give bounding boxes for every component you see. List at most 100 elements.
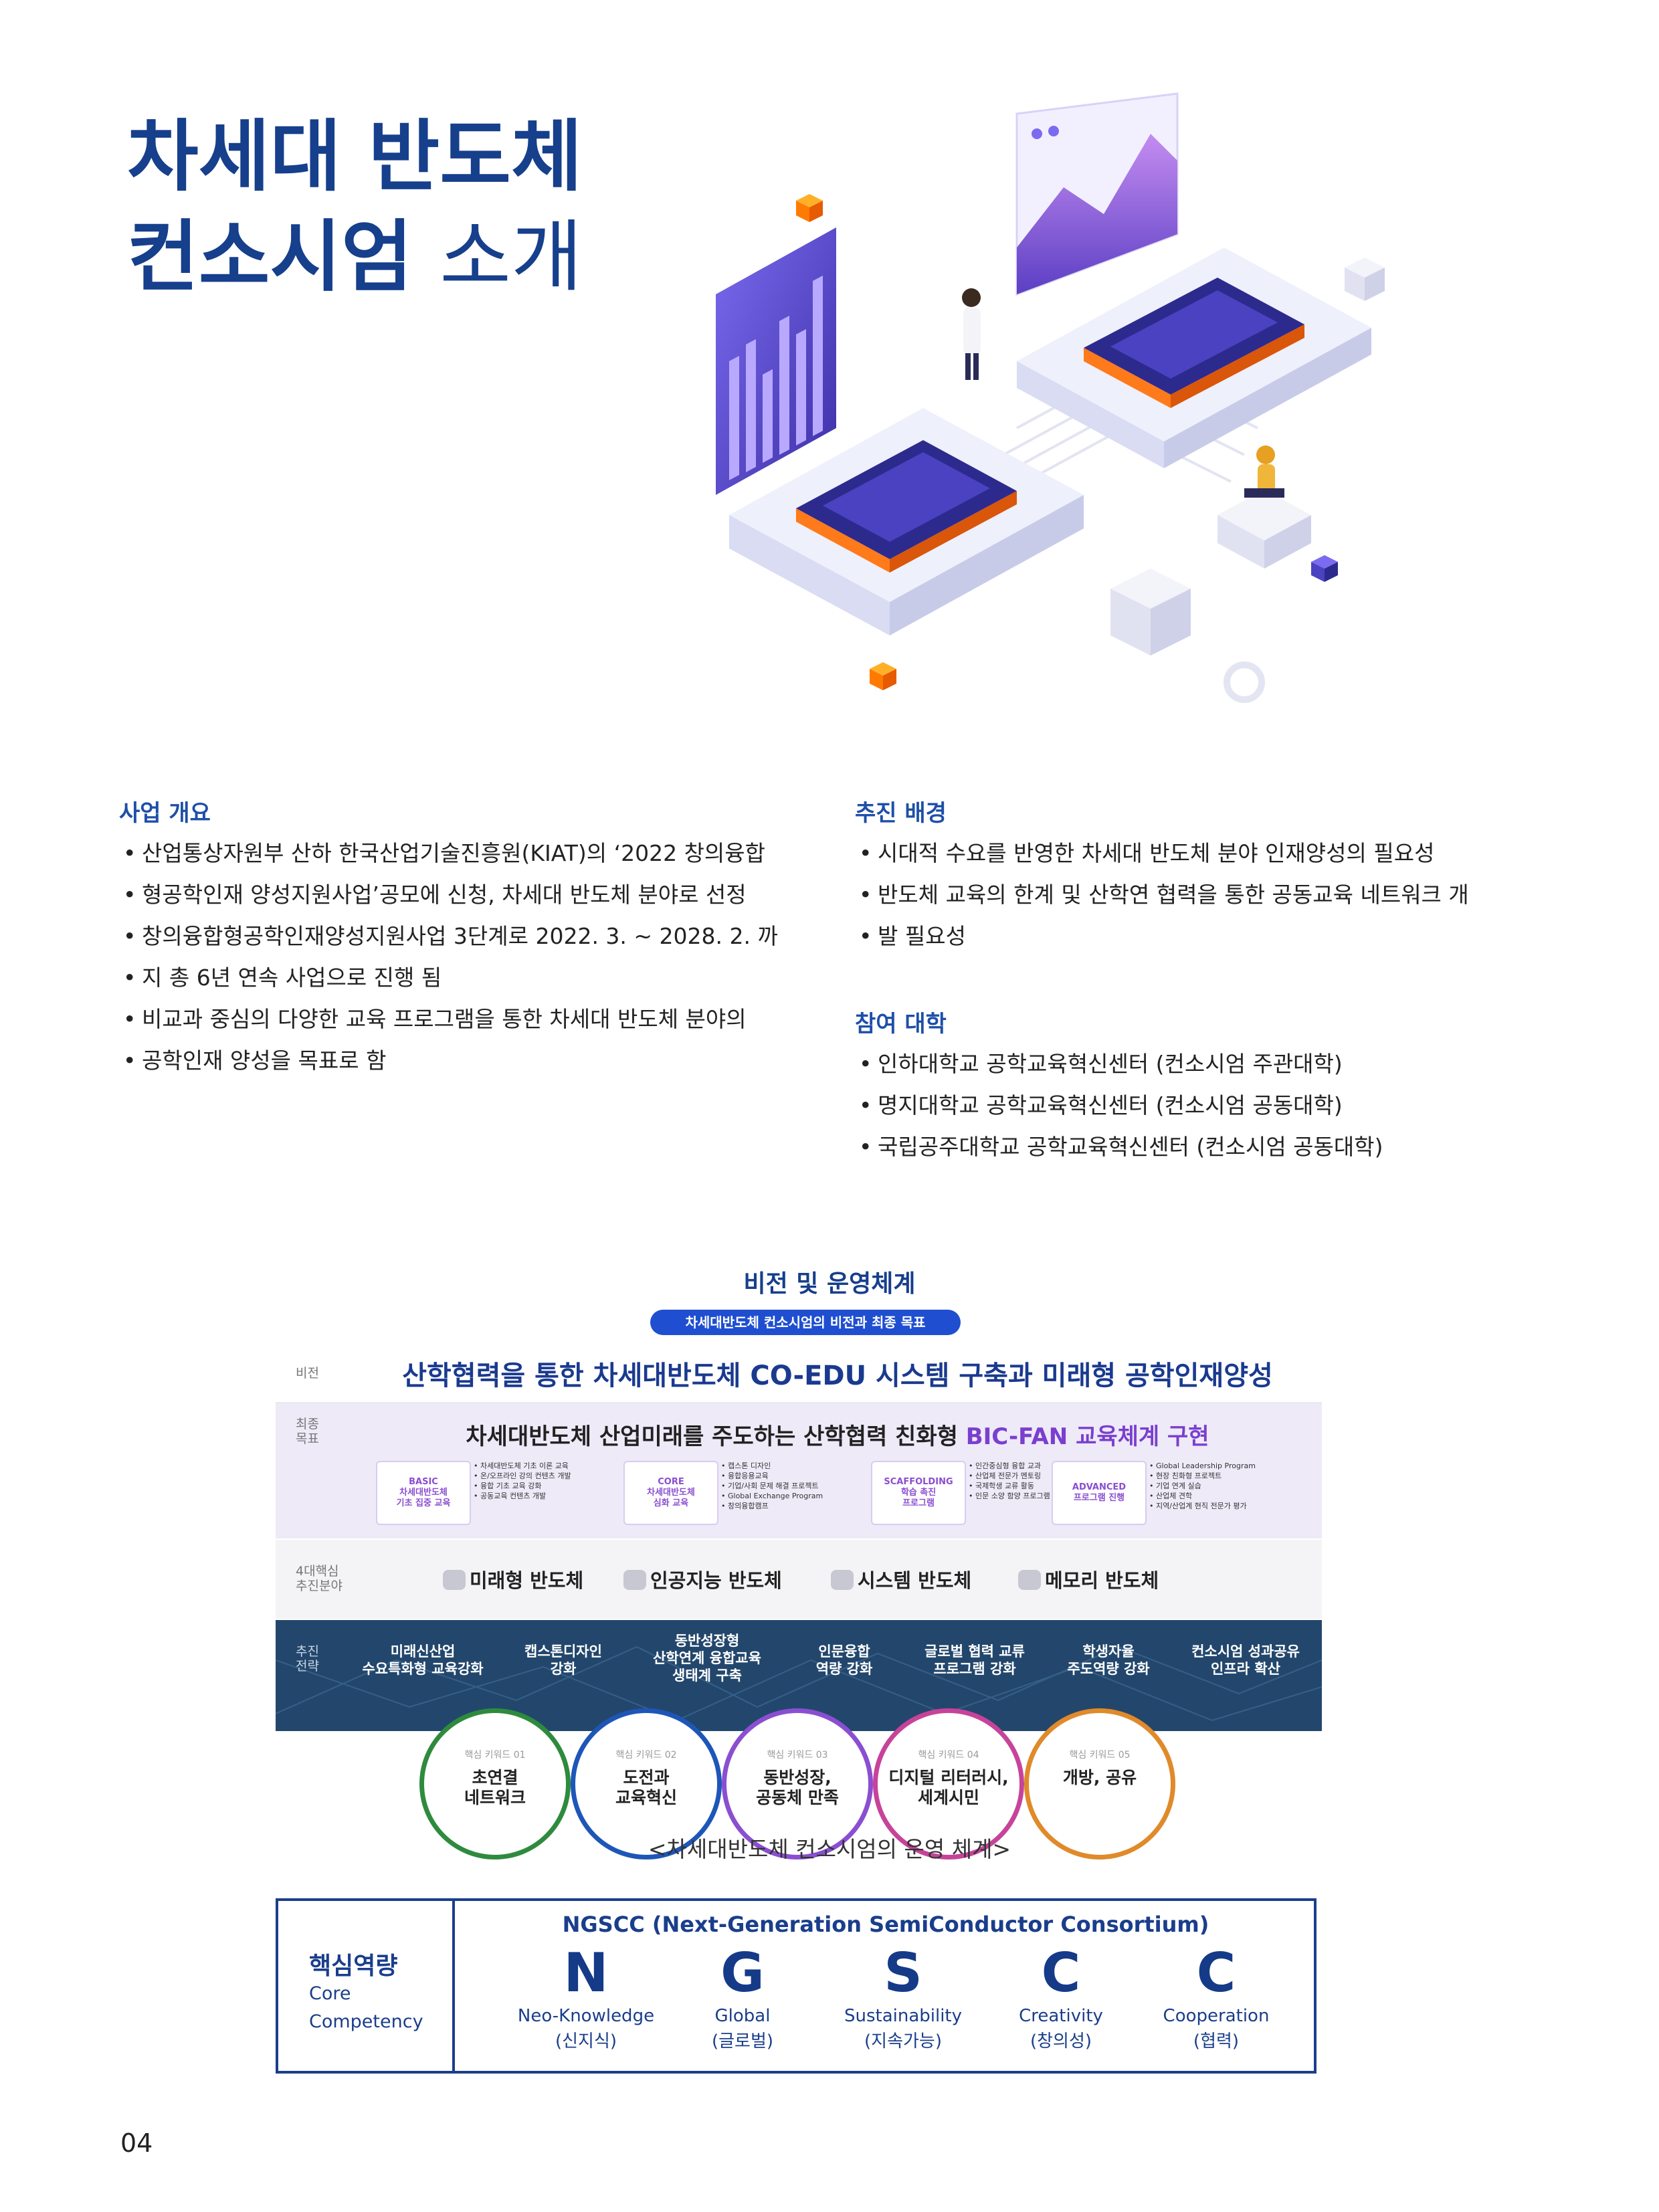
background-heading: 추진 배경 <box>855 800 947 827</box>
competency-letter: C <box>1196 1942 1236 2004</box>
competency-en: Cooperation <box>1163 2006 1270 2026</box>
core-competency-kr: 핵심역량 <box>309 1952 398 1980</box>
title-bold-word: 컨소시엄 <box>127 212 413 302</box>
keyword-number: 핵심 키워드 05 <box>1069 1750 1131 1761</box>
competency-letter: S <box>884 1942 922 2004</box>
core-competency-en: Core Competency <box>309 1983 423 2032</box>
background-item: 반도체 교육의 한계 및 산학연 협력을 통한 공동교육 네트워크 개 <box>855 874 1524 916</box>
goal-row: 최종 목표 차세대반도체 산업미래를 주도하는 산학협력 친화형 BIC-FAN… <box>276 1403 1322 1538</box>
vision-diagram: 차세대반도체 컨소시엄의 비전과 최종 목표 비전 산학협력을 통한 차세대반도… <box>276 1310 1322 1859</box>
keyword-circle: 핵심 키워드 02 도전과 교육혁신 <box>571 1708 722 1859</box>
competency-en: Global <box>714 2006 771 2026</box>
vision-row-label: 비전 <box>296 1366 319 1381</box>
program-item: 공동교육 컨텐츠 개발 <box>474 1491 621 1501</box>
competency-c-cooperation: C Cooperation (협력) <box>1136 1942 1296 2055</box>
chip-icon <box>443 1570 466 1590</box>
title-light-word: 소개 <box>440 212 583 302</box>
fields-row-label: 4대핵심 추진분야 <box>296 1564 343 1593</box>
program-tag: ADVANCED 프로그램 진행 <box>1052 1461 1147 1525</box>
strategy-item: 캡스톤디자인 강화 <box>524 1643 602 1677</box>
memory-icon <box>1018 1570 1041 1590</box>
keyword-number: 핵심 키워드 02 <box>615 1750 677 1761</box>
program-item: 산업체 전문가 멘토링 <box>969 1471 1116 1481</box>
keyword-circle: 핵심 키워드 04 디지털 리터러시, 세계시민 <box>873 1708 1024 1859</box>
program-item: 지역/산업계 현직 전문가 평가 <box>1149 1501 1296 1511</box>
program-tag: SCAFFOLDING 학습 촉진 프로그램 <box>871 1461 966 1525</box>
strategy-row-label: 추진 전략 <box>296 1644 319 1674</box>
title-line-1: 차세대 반도체 <box>127 112 583 202</box>
university-item: 명지대학교 공학교육혁신센터 (컨소시엄 공동대학) <box>855 1085 1524 1126</box>
overview-heading: 사업 개요 <box>119 800 211 827</box>
keyword-number: 핵심 키워드 01 <box>464 1750 526 1761</box>
strategy-item: 학생자율 주도역량 강화 <box>1067 1643 1150 1677</box>
strategy-item: 컨소시엄 성과공유 인프라 확산 <box>1191 1643 1300 1677</box>
field-future-semiconductor: 미래형 반도체 <box>443 1565 583 1593</box>
goal-text-main: 차세대반도체 산업미래를 주도하는 산학협력 친화형 <box>466 1423 966 1450</box>
goal-text-highlight: BIC-FAN 교육체계 구현 <box>965 1423 1209 1450</box>
keyword-text: 개방, 공유 <box>1062 1768 1137 1787</box>
competency-kr: (지속가능) <box>864 2031 942 2051</box>
area-chart-screen <box>1015 92 1179 296</box>
ngscc-title: NGSCC (Next-Generation SemiConductor Con… <box>562 1912 1209 1937</box>
overview-item: 비교과 중심의 다양한 교육 프로그램을 통한 차세대 반도체 분야의 <box>119 999 788 1040</box>
field-label: 시스템 반도체 <box>858 1569 972 1592</box>
program-items: 차세대반도체 기초 이론 교육 온/오프라인 강의 컨텐츠 개발 융합 기초 교… <box>474 1461 621 1501</box>
program-items: 인간중심형 융합 교과 산업체 전문가 멘토링 국제학생 교류 활동 인문 소양… <box>969 1461 1116 1501</box>
keyword-circle: 핵심 키워드 05 개방, 공유 <box>1024 1708 1175 1859</box>
program-item: 융합응용교육 <box>721 1471 868 1481</box>
competency-en: Creativity <box>1019 2006 1103 2026</box>
goal-row-label: 최종 목표 <box>296 1417 319 1446</box>
program-item: 차세대반도체 기초 이론 교육 <box>474 1461 621 1471</box>
page-title: 차세대 반도체 컨소시엄 소개 <box>127 107 583 308</box>
field-ai-semiconductor: 인공지능 반도체 <box>623 1565 782 1593</box>
program-item: 기업/사회 문제 해결 프로젝트 <box>721 1481 868 1491</box>
network-pattern <box>276 1645 1322 1722</box>
overview-item: 형공학인재 양성지원사업’공모에 신청, 차세대 반도체 분야로 선정 <box>119 874 788 916</box>
strategy-item: 글로벌 협력 교류 프로그램 강화 <box>924 1643 1025 1677</box>
ngscc-table: 핵심역량 Core Competency NGSCC (Next-Generat… <box>276 1898 1316 2074</box>
brain-icon <box>623 1570 646 1590</box>
strategy-item: 미래신산업 수요특화형 교육강화 <box>362 1643 484 1677</box>
keyword-circle: 핵심 키워드 03 동반성장, 공동체 만족 <box>722 1708 873 1859</box>
vision-row: 비전 산학협력을 통한 차세대반도체 CO-EDU 시스템 구축과 미래형 공학… <box>276 1343 1322 1403</box>
vision-caption: <차세대반도체 컨소시엄의 운영 체계> <box>648 1836 1011 1862</box>
keyword-text: 동반성장, 공동체 만족 <box>756 1768 839 1807</box>
decor-ring <box>1224 662 1265 703</box>
field-system-semiconductor: 시스템 반도체 <box>831 1565 971 1593</box>
program-item: 캡스톤 디자인 <box>721 1461 868 1471</box>
field-memory-semiconductor: 메모리 반도체 <box>1018 1565 1159 1593</box>
background-item: 발 필요성 <box>855 916 1524 957</box>
competency-kr: (창의성) <box>1030 2031 1092 2051</box>
keyword-text: 초연결 네트워크 <box>464 1768 526 1807</box>
competency-kr: (글로벌) <box>711 2031 774 2051</box>
keyword-circle: 핵심 키워드 01 초연결 네트워크 <box>419 1708 571 1859</box>
program-item: 인간중심형 융합 교과 <box>969 1461 1116 1471</box>
program-item: 산업체 견학 <box>1149 1491 1296 1501</box>
university-item: 국립공주대학교 공학교육혁신센터 (컨소시엄 공동대학) <box>855 1126 1524 1168</box>
semiconductor-illustration <box>716 92 1385 703</box>
program-item: 국제학생 교류 활동 <box>969 1481 1116 1491</box>
keyword-number: 핵심 키워드 03 <box>767 1750 828 1761</box>
overview-item: 산업통상자원부 산하 한국산업기술진흥원(KIAT)의 ‘2022 창의융합 <box>119 833 788 874</box>
scientist-figure <box>962 288 981 380</box>
background-item: 시대적 수요를 반영한 차세대 반도체 분야 인재양성의 필요성 <box>855 833 1524 874</box>
strategy-item: 인문융합 역량 강화 <box>815 1643 873 1677</box>
competency-en: Sustainability <box>844 2006 963 2026</box>
program-item: 인문 소양 함양 프로그램 <box>969 1491 1116 1501</box>
system-icon <box>831 1570 854 1590</box>
background-list: 시대적 수요를 반영한 차세대 반도체 분야 인재양성의 필요성 반도체 교육의… <box>855 833 1524 957</box>
program-items: Global Leadership Program 현장 친화형 프로젝트 기업… <box>1149 1461 1296 1511</box>
overview-item: 공학인재 양성을 목표로 함 <box>119 1040 788 1082</box>
program-tag: CORE 차세대반도체 심화 교육 <box>623 1461 718 1525</box>
universities-list: 인하대학교 공학교육혁신센터 (컨소시엄 주관대학) 명지대학교 공학교육혁신센… <box>855 1043 1524 1168</box>
program-item: Global Exchange Program <box>721 1491 868 1501</box>
bar-chart-screen <box>716 227 836 495</box>
keyword-text: 디지털 리터러시, 세계시민 <box>888 1768 1009 1807</box>
program-items: 캡스톤 디자인 융합응용교육 기업/사회 문제 해결 프로젝트 Global E… <box>721 1461 868 1511</box>
competency-kr: (협력) <box>1193 2031 1240 2051</box>
overview-item: 지 총 6년 연속 사업으로 진행 됨 <box>119 957 788 999</box>
vision-badge: 차세대반도체 컨소시엄의 비전과 최종 목표 <box>650 1310 961 1335</box>
competency-letter: G <box>720 1942 765 2004</box>
field-label: 인공지능 반도체 <box>650 1569 782 1592</box>
competency-n: N Neo-Knowledge (신지식) <box>506 1942 666 2055</box>
